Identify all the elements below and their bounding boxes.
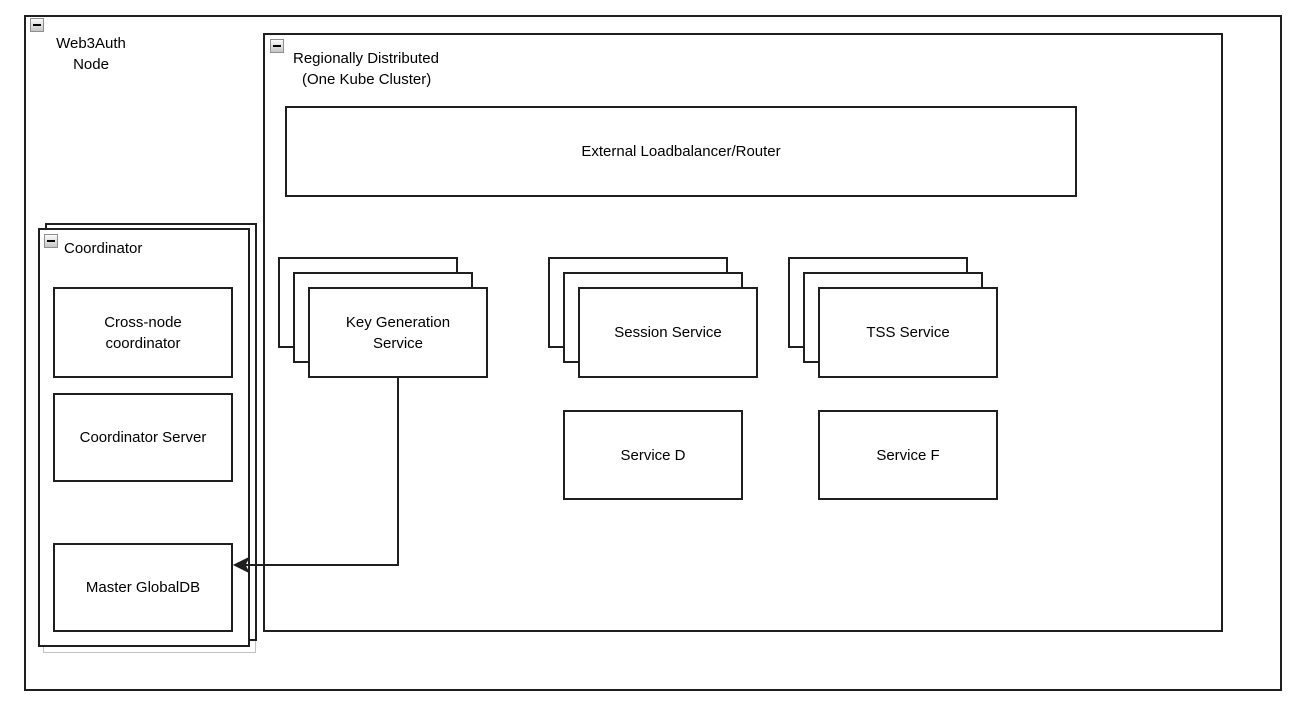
container-web3auth-node-label: Web3Auth Node bbox=[36, 33, 146, 75]
node-label: Key Generation bbox=[345, 313, 451, 331]
node-service-f[interactable]: Service F bbox=[818, 410, 998, 500]
node-master-globaldb[interactable]: Master GlobalDB bbox=[53, 543, 233, 632]
node-label: coordinator bbox=[105, 334, 181, 352]
node-cross-node-coordinator[interactable]: Cross-node coordinator bbox=[53, 287, 233, 378]
collapse-icon[interactable] bbox=[30, 18, 44, 32]
collapse-icon[interactable] bbox=[44, 234, 58, 248]
node-coordinator-server[interactable]: Coordinator Server bbox=[53, 393, 233, 482]
container-coordinator-label: Coordinator bbox=[64, 240, 143, 257]
container-regionally-distributed-label: Regionally Distributed (One Kube Cluster… bbox=[293, 48, 439, 90]
node-label: Service bbox=[372, 334, 424, 352]
node-key-generation-service[interactable]: Key Generation Service bbox=[308, 287, 488, 378]
container-regionally-distributed[interactable]: Regionally Distributed (One Kube Cluster… bbox=[263, 33, 1223, 632]
node-label: Service D bbox=[620, 446, 686, 464]
node-service-d[interactable]: Service D bbox=[563, 410, 743, 500]
node-label: Master GlobalDB bbox=[85, 579, 201, 596]
node-label: Service F bbox=[876, 446, 940, 464]
label-line: Regionally Distributed bbox=[293, 50, 439, 67]
node-label: Coordinator Server bbox=[79, 429, 207, 446]
collapse-icon[interactable] bbox=[270, 39, 284, 53]
label-line: Node bbox=[73, 56, 109, 73]
node-label: External Loadbalancer/Router bbox=[581, 143, 781, 160]
label-line: Web3Auth bbox=[56, 35, 126, 52]
node-label: Session Service bbox=[614, 324, 722, 341]
node-external-loadbalancer-router[interactable]: External Loadbalancer/Router bbox=[285, 106, 1077, 197]
node-label: Cross-node bbox=[104, 313, 182, 331]
node-label: TSS Service bbox=[866, 324, 950, 341]
node-tss-service[interactable]: TSS Service bbox=[818, 287, 998, 378]
node-session-service[interactable]: Session Service bbox=[578, 287, 758, 378]
label-line: (One Kube Cluster) bbox=[302, 71, 432, 88]
container-coordinator[interactable]: Coordinator Cross-node coordinator Coord… bbox=[38, 228, 250, 647]
